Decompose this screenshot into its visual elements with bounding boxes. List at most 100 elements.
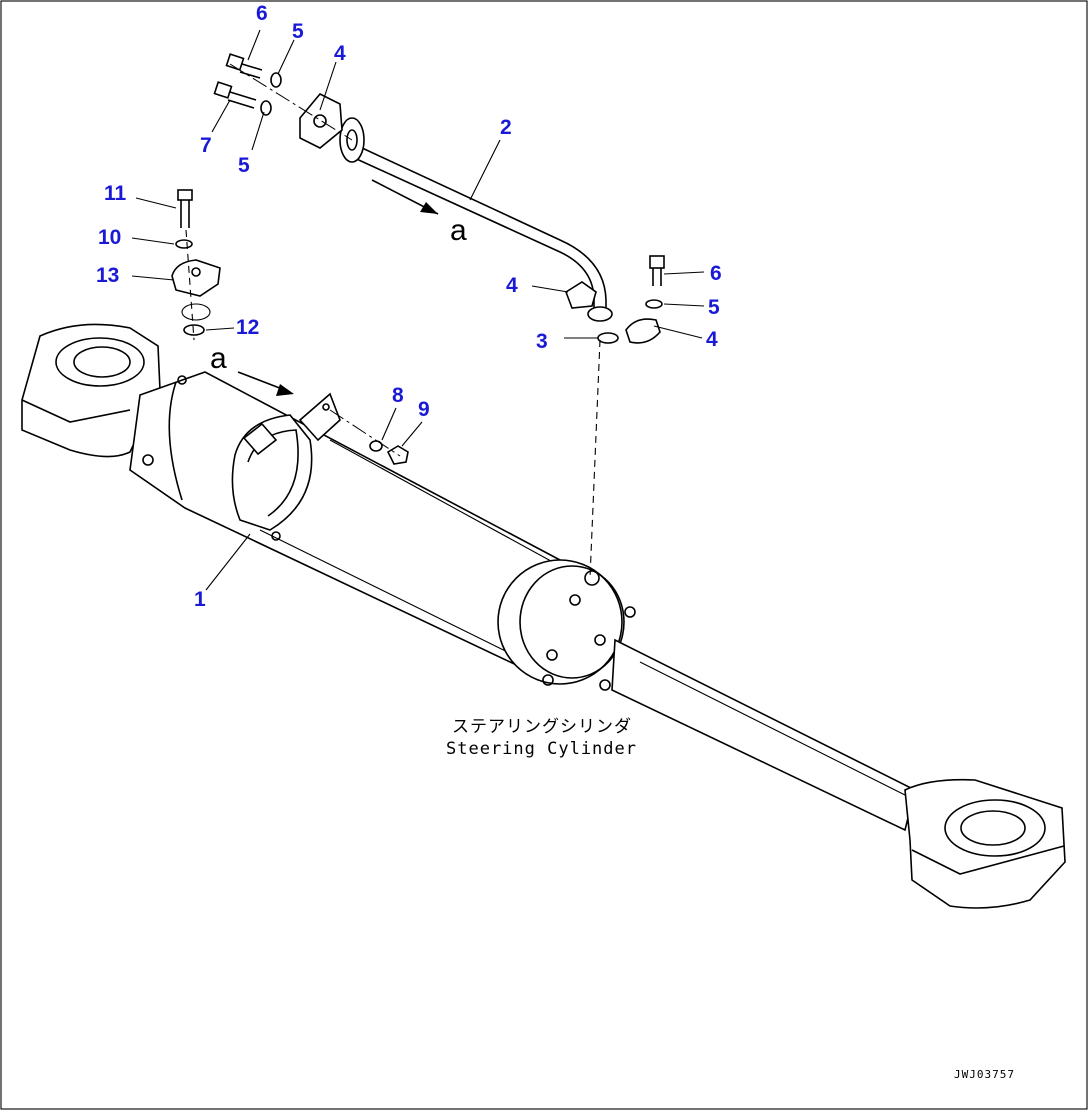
leader-8	[381, 407, 397, 441]
split-flange-top-bore	[313, 114, 327, 128]
bolt-6-right	[649, 255, 665, 286]
leader-9	[401, 421, 423, 447]
rod-eye-bore	[944, 799, 1046, 857]
leader-5c	[663, 303, 705, 307]
tube-highlight	[329, 439, 561, 567]
drawing-code: JWJ03757	[954, 1068, 1015, 1081]
o-ring-12	[183, 324, 205, 336]
callout-c4b: 4	[506, 274, 518, 297]
flange-bolt-6	[624, 606, 636, 618]
bolt-7	[213, 81, 257, 109]
cylinder-head-flange	[497, 559, 623, 685]
head-flange-face	[519, 565, 625, 679]
callout-c10: 10	[98, 226, 121, 249]
leader-1	[205, 533, 251, 591]
bolt-6-top	[225, 53, 263, 79]
callout-c9: 9	[418, 398, 430, 421]
callout-c6b: 6	[710, 262, 722, 285]
leader-11	[135, 197, 177, 209]
clamp-bracket	[298, 392, 341, 442]
split-flange-right	[625, 318, 661, 344]
tube-head-ring	[168, 381, 183, 501]
bottom-eye-bore	[55, 337, 145, 387]
flange-bolt-5	[599, 679, 611, 691]
leader-2	[469, 139, 501, 201]
view-arrow-b-head	[276, 384, 294, 396]
o-ring-12-outline	[181, 303, 211, 321]
callout-c11: 11	[104, 182, 127, 205]
leader-5b	[251, 111, 265, 151]
leader-5a	[277, 39, 295, 75]
bottom-eye-bore-inner	[73, 346, 131, 378]
clamp-band	[231, 392, 341, 541]
clamp-nut	[271, 531, 281, 541]
callout-c4a: 4	[334, 42, 346, 65]
leader-6a	[247, 29, 261, 61]
rod-eye-bore-inner	[960, 810, 1026, 846]
callout-c3: 3	[536, 330, 548, 353]
callout-c2: 2	[500, 116, 512, 139]
centerline-clamp	[329, 409, 401, 457]
callout-c5a: 5	[292, 20, 304, 43]
o-ring-3	[597, 332, 619, 344]
washer-5-right	[645, 299, 663, 309]
cylinder-rod	[611, 638, 916, 832]
centerline-top-flange	[229, 63, 353, 141]
callout-c7: 7	[200, 134, 212, 157]
centerline-head-port	[589, 339, 601, 579]
split-flange-left	[565, 281, 597, 309]
pipe-lower-line	[349, 155, 595, 308]
steering-cylinder	[21, 323, 1066, 909]
washer-8	[369, 440, 383, 452]
leader-4a	[319, 61, 337, 111]
clamp-bracket-hole	[322, 403, 330, 411]
view-arrow-a-head	[420, 202, 438, 214]
head-port	[584, 570, 600, 586]
bolt-11	[177, 189, 193, 228]
callout-c5b: 5	[238, 154, 250, 177]
rod-highlight	[639, 661, 906, 796]
washer-5-top	[270, 72, 282, 88]
pipe-upper-line	[344, 139, 607, 308]
leader-lines	[131, 29, 705, 591]
view-mark-a: a	[450, 214, 467, 247]
cylinder-tube	[129, 371, 561, 682]
flange-bolt-4	[594, 634, 606, 646]
leader-12	[205, 327, 235, 331]
centerline-bottom-port	[185, 229, 195, 341]
flange-13	[171, 259, 221, 297]
tube-lower-edge	[259, 529, 541, 669]
bottom-eye-edge	[21, 399, 131, 423]
flange-bolt-2	[542, 674, 554, 686]
leader-13	[131, 275, 175, 281]
leader-4c	[653, 325, 703, 339]
leader-7	[211, 99, 231, 133]
pipe-flange-bottom	[587, 306, 613, 322]
callout-c13: 13	[96, 264, 119, 287]
rod-eye-edge	[911, 845, 1065, 875]
split-flange-top	[299, 93, 343, 149]
clamp-bolt-block	[242, 422, 278, 456]
callout-c8: 8	[392, 384, 404, 407]
port-boss	[177, 375, 187, 385]
callout-c12: 12	[236, 316, 259, 339]
callout-c1: 1	[194, 588, 206, 611]
leader-4b	[531, 285, 569, 293]
annotation-english: Steering Cylinder	[446, 739, 637, 759]
leader-6b	[663, 271, 705, 275]
flange-bolt-3	[569, 594, 581, 606]
callout-c5c: 5	[708, 296, 720, 319]
view-mark-a-clamp: a	[210, 342, 227, 375]
leader-10	[131, 237, 175, 245]
callout-c4c: 4	[706, 328, 718, 351]
flange-bolt-1	[546, 649, 558, 661]
flange-13-bore	[191, 267, 201, 277]
pipe-flange-top-bore	[346, 129, 358, 151]
callout-c6a: 6	[256, 2, 268, 25]
annotation-japanese: ステアリングシリンダ	[452, 717, 632, 737]
washer-5-lower	[260, 100, 272, 116]
